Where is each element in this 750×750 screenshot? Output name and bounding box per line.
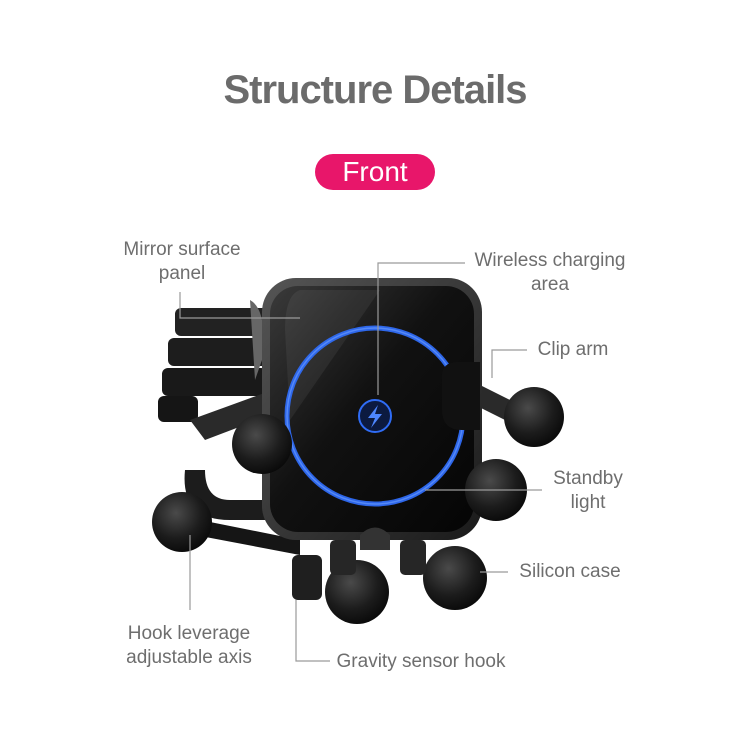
clip-arm (441, 361, 480, 430)
front-badge: Front (315, 154, 435, 190)
page-title: Structure Details (223, 68, 527, 112)
vent-clip (158, 300, 270, 422)
hook-leverage-axis-label: Hook leverage adjustable axis (126, 623, 252, 668)
wireless-charging-area-label: Wireless charging area (474, 250, 626, 295)
gravity-sensor-hooks (292, 527, 426, 600)
callout-lines (179, 262, 542, 662)
mirror-surface-panel-label: Mirror surface panel (123, 239, 241, 284)
lightning-bolt-icon (358, 399, 392, 433)
gravity-sensor-hook-label: Gravity sensor hook (336, 651, 506, 672)
silicon-case-knobs (152, 387, 564, 624)
standby-light-label: Standby light (553, 468, 623, 513)
clip-arm-label: Clip arm (537, 339, 609, 360)
silicon-case-label: Silicon case (519, 561, 621, 582)
